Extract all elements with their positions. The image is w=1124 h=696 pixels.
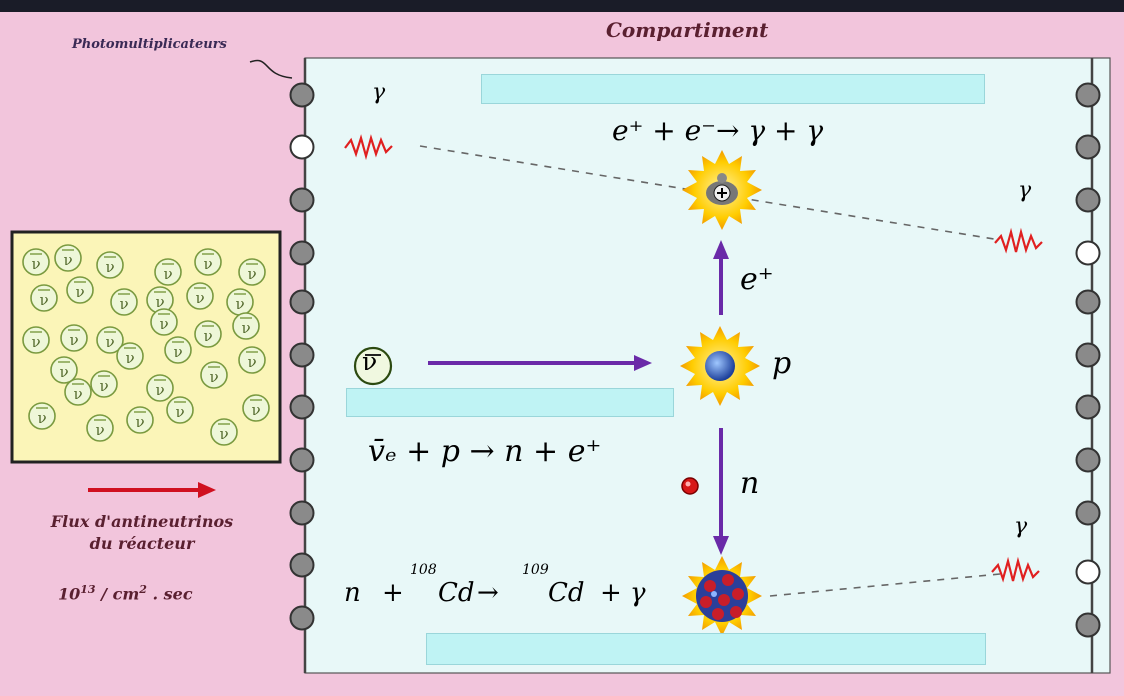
compartment-title: Compartiment <box>606 18 769 42</box>
cd108-mass: 108 <box>410 562 437 578</box>
incoming-antineutrino <box>353 346 393 386</box>
flux-line-2: du réacteur <box>89 534 195 553</box>
flux-unit: / cm <box>101 584 140 604</box>
cadmium-nucleus <box>682 556 762 636</box>
gamma-wave-right <box>994 227 1043 254</box>
inverse-beta-equation: v̄ₑ + p → n + e⁺ <box>368 434 602 469</box>
capture-plus: + <box>382 578 404 608</box>
redaction-mask-top <box>481 74 985 104</box>
capture-n: n <box>344 578 361 608</box>
redaction-mask-bottom <box>426 633 986 665</box>
gamma-label-left: γ <box>372 80 386 105</box>
flux-value-base: 10 <box>58 584 81 604</box>
gamma-wave-bottom <box>991 556 1040 583</box>
gamma-path-2 <box>769 573 1001 597</box>
annihilation-burst <box>682 150 762 230</box>
neutron-label: n <box>740 466 760 501</box>
gamma-wave-left <box>344 134 393 161</box>
cd108: Cd <box>438 578 475 608</box>
flux-line-1: Flux d'antineutrinos <box>50 512 234 531</box>
capture-tail: + γ <box>600 578 646 608</box>
antineutrino-symbol: ν <box>362 347 378 376</box>
neutron-dot <box>681 477 699 495</box>
proton-label: p <box>772 346 792 381</box>
capture-arrow: → <box>477 578 499 608</box>
annihilation-equation: e⁺ + e⁻→ γ + γ <box>612 114 824 147</box>
cd109-mass: 109 <box>522 562 549 578</box>
flux-value-exp: 13 <box>80 583 96 596</box>
cd109: Cd <box>548 578 585 608</box>
space-strip <box>0 0 1124 12</box>
flux-value: 1013 / cm2 . sec <box>58 583 193 603</box>
gamma-label-bottom: γ <box>1014 514 1028 539</box>
positron-label: e⁺ <box>740 262 774 297</box>
flux-unit-exp: 2 <box>139 583 147 596</box>
proton-burst <box>680 326 760 406</box>
redaction-mask-middle <box>346 388 674 417</box>
flux-unit-tail: . sec <box>152 584 193 604</box>
pmt-pointer <box>249 59 293 79</box>
photomultiplier-label: Photomultiplicateurs <box>72 37 227 52</box>
gamma-label-right: γ <box>1018 178 1032 203</box>
